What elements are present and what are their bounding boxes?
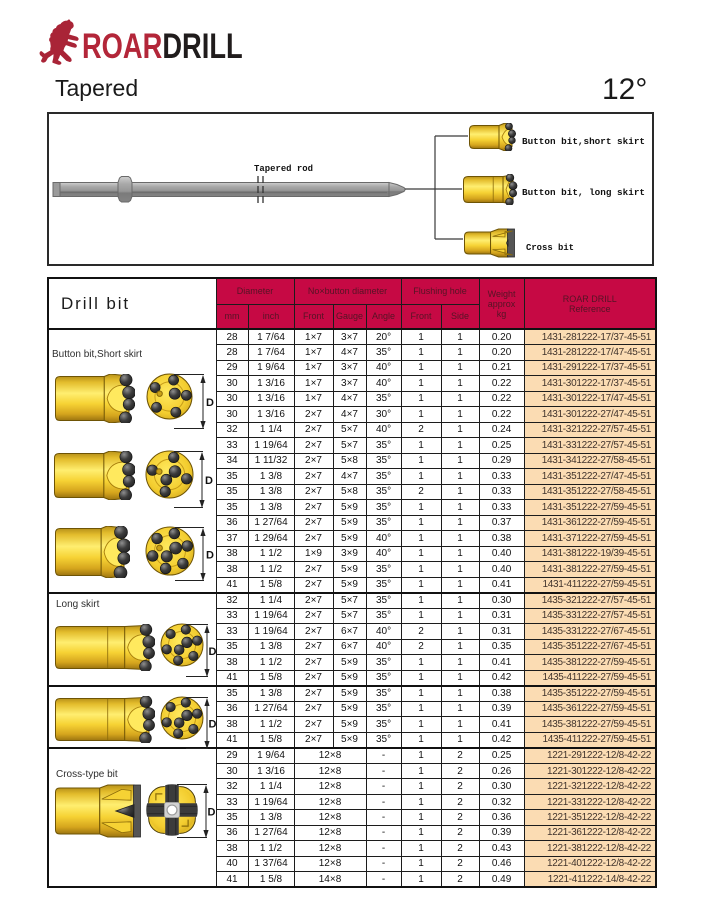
svg-text:D: D [209, 718, 217, 730]
svg-text:D: D [206, 397, 214, 409]
svg-text:ROARDRILL: ROARDRILL [82, 27, 243, 66]
svg-text:D: D [205, 475, 213, 487]
svg-text:D: D [208, 807, 216, 819]
svg-text:Button bit, long skirt: Button bit, long skirt [522, 187, 645, 198]
svg-text:Tapered rod: Tapered rod [254, 163, 313, 174]
svg-text:D: D [206, 550, 214, 562]
svg-text:D: D [209, 646, 217, 658]
svg-text:Button bit,short skirt: Button bit,short skirt [522, 136, 645, 147]
svg-text:Cross bit: Cross bit [526, 242, 574, 253]
